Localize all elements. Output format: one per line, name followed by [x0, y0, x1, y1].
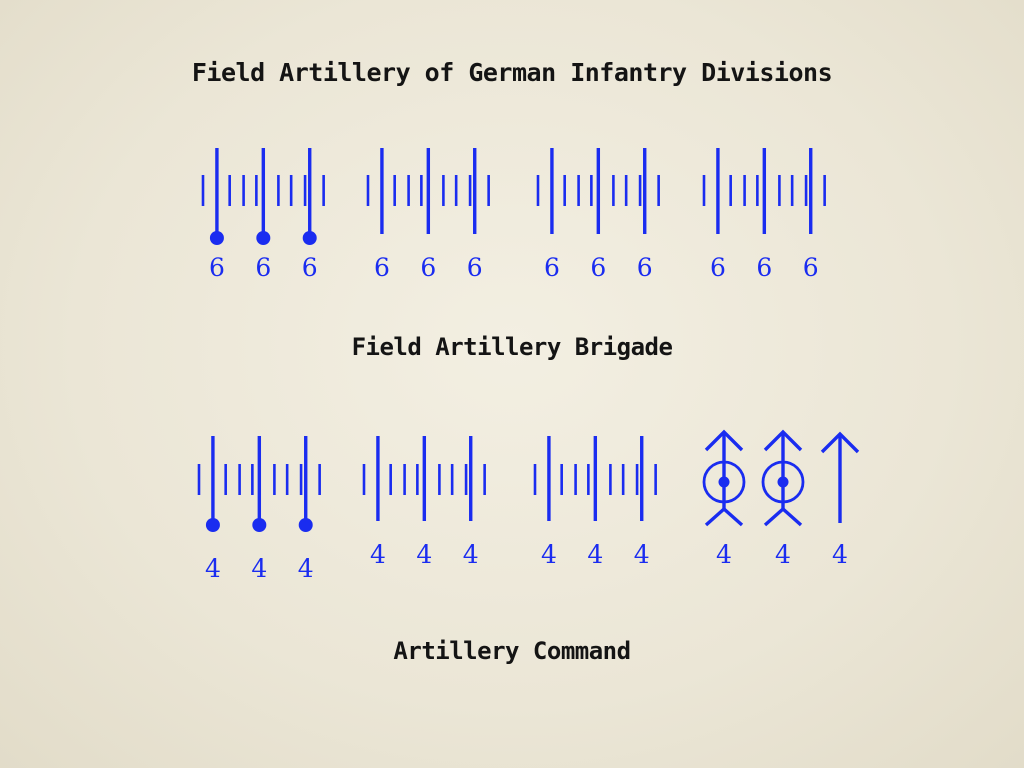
- battery-count: 6: [590, 253, 606, 282]
- horse-dot: [205, 518, 220, 532]
- battery-count: 4: [716, 540, 732, 569]
- battery-count: 4: [832, 540, 848, 569]
- battery-count: 4: [298, 554, 314, 583]
- battery-count: 4: [251, 554, 267, 583]
- horse-dot: [252, 518, 267, 532]
- page-title: Field Artillery of German Infantry Divis…: [191, 58, 833, 87]
- battery-count: 6: [710, 253, 726, 282]
- target-dot: [777, 476, 789, 488]
- battery-count: 6: [756, 253, 772, 282]
- battery-count: 4: [463, 540, 479, 569]
- battery-group: 4 4 4: [533, 436, 657, 569]
- target-ring: [702, 460, 746, 504]
- target-dot: [718, 476, 730, 488]
- horse-dot: [256, 231, 271, 245]
- battery-group: 6 6 6: [201, 148, 325, 282]
- battery-count: 6: [302, 253, 318, 282]
- battery-count: 4: [775, 540, 791, 569]
- battery-count: 6: [467, 253, 483, 282]
- battery-count: 6: [420, 253, 436, 282]
- horse-dot: [298, 518, 313, 532]
- battery-count: 6: [255, 253, 271, 282]
- battery-count: 4: [205, 554, 221, 583]
- arrow-head: [763, 429, 803, 452]
- arrow-head: [704, 429, 744, 452]
- battery-count: 4: [370, 540, 386, 569]
- battery-group: 6 6 6: [536, 148, 660, 282]
- command-label: Artillery Command: [393, 637, 631, 665]
- battery-group: 4 4 4: [197, 436, 321, 583]
- arrow-head: [820, 431, 860, 454]
- fork-foot: [763, 506, 803, 527]
- horse-dot: [209, 231, 224, 245]
- battery-group: 6 6 6: [366, 148, 490, 282]
- battery-count: 6: [374, 253, 390, 282]
- battery-group: 4 4 4: [702, 429, 860, 569]
- battery-count: 6: [637, 253, 653, 282]
- battery-count: 4: [541, 540, 557, 569]
- battery-count: 6: [803, 253, 819, 282]
- horse-dot: [302, 231, 317, 245]
- fork-foot: [704, 506, 744, 527]
- division-row: 6 6 6 6 6 6 6 6 6 6 6 6: [201, 148, 826, 282]
- battery-count: 6: [544, 253, 560, 282]
- battery-count: 6: [209, 253, 225, 282]
- battery-count: 4: [416, 540, 432, 569]
- battery-count: 4: [587, 540, 603, 569]
- battery-group: 4 4 4: [362, 436, 486, 569]
- target-ring: [761, 460, 805, 504]
- battery-group: 6 6 6: [702, 148, 826, 282]
- brigade-label: Field Artillery Brigade: [351, 333, 673, 361]
- command-row: 4 4 4 4 4 4 4 4 4 4 4 4: [197, 429, 860, 583]
- battery-count: 4: [634, 540, 650, 569]
